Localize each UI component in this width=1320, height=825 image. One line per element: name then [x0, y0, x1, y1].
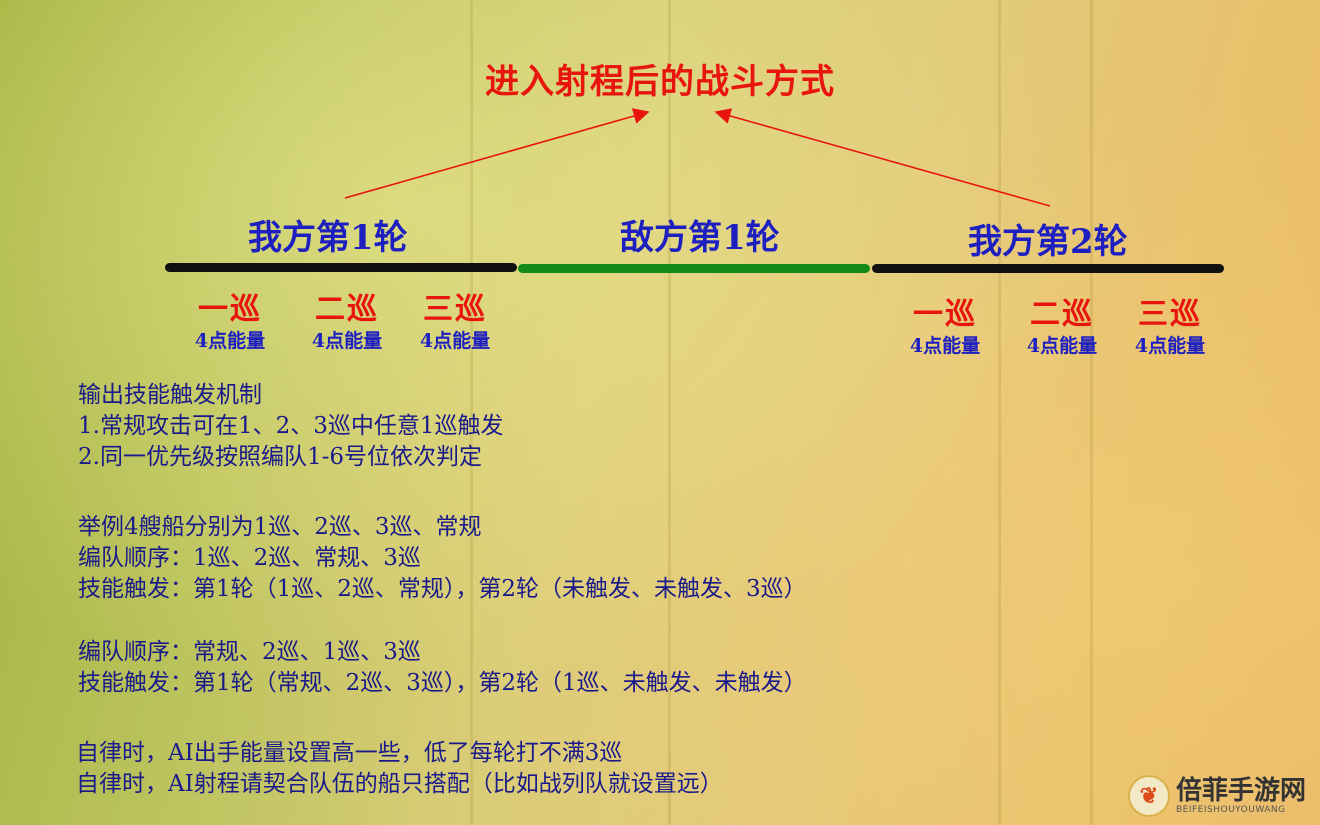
- paper-streak: [998, 0, 1001, 825]
- round-label-own-2: 我方第2轮: [968, 222, 1128, 262]
- example-line: 编队顺序：常规、2巡、1巡、3巡: [78, 639, 421, 665]
- cruise-item: 二巡 4点能量: [287, 284, 407, 353]
- cruise-name: 二巡: [1030, 297, 1094, 332]
- paper-streak: [668, 0, 671, 825]
- timeline-bar-own-1: [165, 263, 517, 272]
- cruise-energy: 4点能量: [1134, 335, 1206, 357]
- example-block: 举例4艘船分别为1巡、2巡、3巡、常规 编队顺序：1巡、2巡、常规、3巡 技能触…: [78, 512, 807, 605]
- example-line: 编队顺序：1巡、2巡、常规、3巡: [78, 545, 421, 571]
- cruise-name: 三巡: [423, 292, 487, 327]
- cruise-name: 一巡: [198, 292, 262, 327]
- cruise-energy: 4点能量: [194, 330, 266, 352]
- cruise-energy: 4点能量: [311, 330, 383, 352]
- watermark-name: 倍菲手游网: [1175, 776, 1306, 806]
- cruise-item: 一巡 4点能量: [885, 289, 1005, 358]
- mechanism-block: 输出技能触发机制 1.常规攻击可在1、2、3巡中任意1巡触发 2.同一优先级按照…: [78, 380, 503, 473]
- leaf-logo-icon: ❦: [1127, 775, 1170, 817]
- diagram-title: 进入射程后的战斗方式: [485, 62, 835, 102]
- mechanism-rule: 2.同一优先级按照编队1-6号位依次判定: [78, 444, 482, 470]
- cruise-energy: 4点能量: [909, 335, 981, 357]
- tip-line: 自律时，AI出手能量设置高一些，低了每轮打不满3巡: [76, 740, 623, 766]
- watermark-subtitle: BEIFEISHOUYOUWANG: [1175, 805, 1286, 815]
- cruise-name: 二巡: [315, 292, 379, 327]
- round-label-own-1: 我方第1轮: [248, 218, 408, 258]
- tip-line: 自律时，AI射程请契合队伍的船只搭配（比如战列队就设置远）: [76, 771, 723, 797]
- arrow-right: [714, 108, 1051, 207]
- example-line: 举例4艘船分别为1巡、2巡、3巡、常规: [78, 514, 482, 540]
- example-block: 编队顺序：常规、2巡、1巡、3巡 技能触发：第1轮（常规、2巡、3巡），第2轮（…: [78, 637, 807, 699]
- round-label-enemy-1: 敌方第1轮: [620, 218, 780, 258]
- paper-streak: [1090, 0, 1093, 825]
- paper-streak: [470, 0, 473, 825]
- cruise-name: 一巡: [913, 297, 977, 332]
- cruise-item: 三巡 4点能量: [1110, 289, 1230, 358]
- timeline-bar-enemy-1: [518, 264, 870, 273]
- cruise-item: 二巡 4点能量: [1002, 289, 1122, 358]
- site-watermark: ❦ 倍菲手游网 BEIFEISHOUYOUWANG: [1127, 775, 1306, 817]
- example-line: 技能触发：第1轮（常规、2巡、3巡），第2轮（1巡、未触发、未触发）: [78, 670, 807, 696]
- timeline-bar-own-2: [872, 264, 1224, 273]
- cruise-item: 三巡 4点能量: [395, 284, 515, 353]
- cruise-energy: 4点能量: [419, 330, 491, 352]
- mechanism-rule: 1.常规攻击可在1、2、3巡中任意1巡触发: [78, 413, 504, 439]
- cruise-item: 一巡 4点能量: [170, 284, 290, 353]
- cruise-energy: 4点能量: [1026, 335, 1098, 357]
- arrow-left: [344, 108, 650, 199]
- mechanism-heading: 输出技能触发机制: [78, 382, 262, 408]
- tips-block: 自律时，AI出手能量设置高一些，低了每轮打不满3巡 自律时，AI射程请契合队伍的…: [76, 738, 723, 800]
- watermark-text: 倍菲手游网 BEIFEISHOUYOUWANG: [1176, 777, 1306, 815]
- example-line: 技能触发：第1轮（1巡、2巡、常规），第2轮（未触发、未触发、3巡）: [78, 576, 807, 602]
- cruise-name: 三巡: [1138, 297, 1202, 332]
